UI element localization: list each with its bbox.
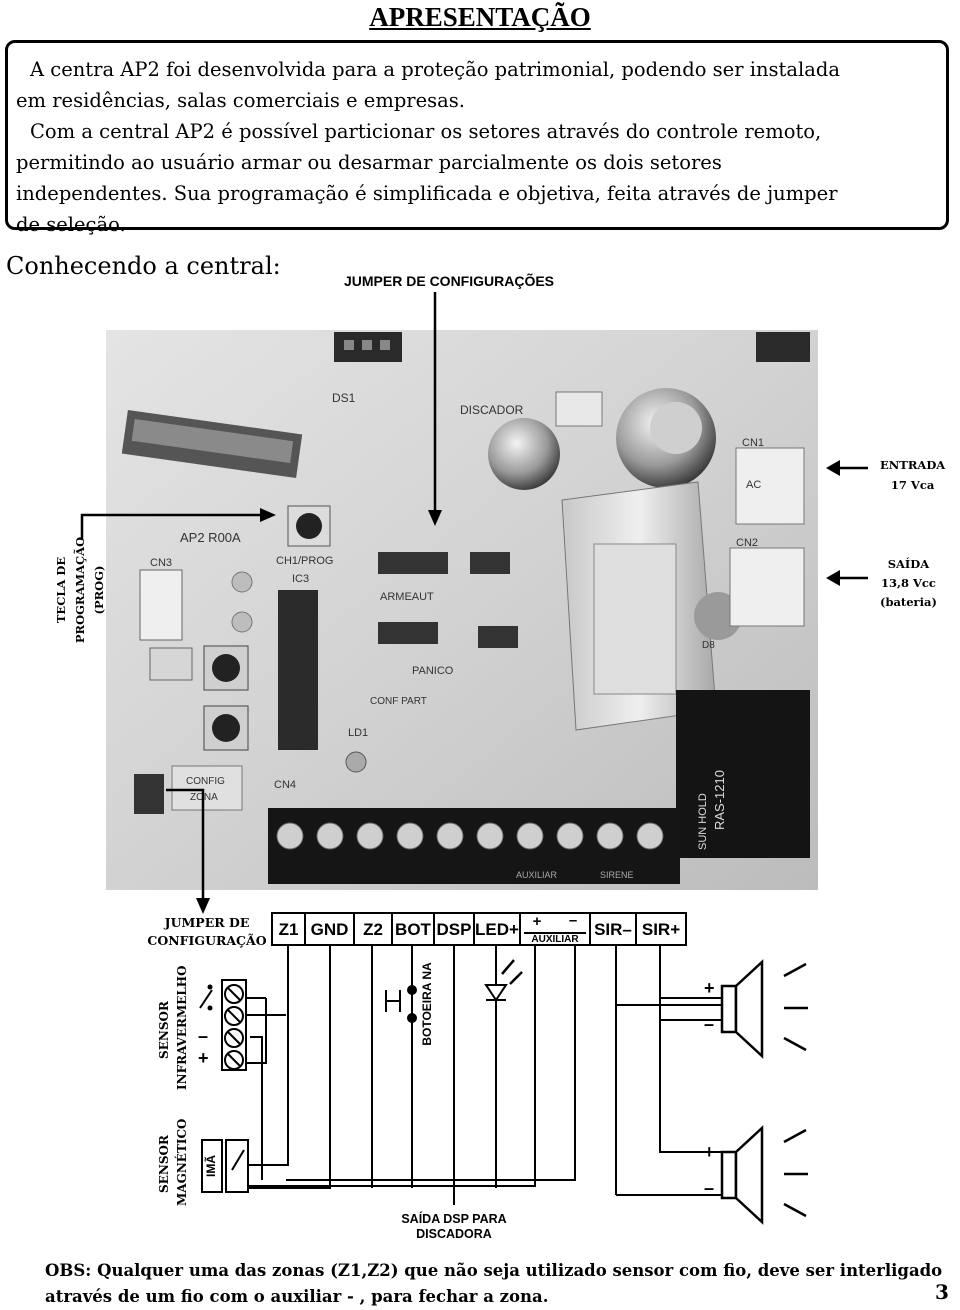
svg-text:ARMEAUT: ARMEAUT [380, 591, 434, 603]
obs-line-2: através de um fio com o auxiliar - , par… [45, 1287, 549, 1306]
sensor-mag-label-2: MAGNÉTICO [175, 1118, 189, 1206]
terminal-z1: Z1 [278, 920, 299, 939]
sensor-mag-label-1: SENSOR [157, 1135, 171, 1193]
svg-text:CONF PART: CONF PART [370, 696, 427, 707]
ima-label: IMÃ [204, 1155, 218, 1177]
siren2-minus: – [704, 1178, 715, 1198]
siren1-minus: – [704, 1014, 715, 1034]
jumper-cfg-label-2: CONFIGURAÇÃO [147, 933, 267, 948]
board-photo: DS1 DISCADOR CN1 AC CH1/PROG AP2 R00A CN… [106, 330, 818, 890]
section-title: Conhecendo a central: [6, 252, 281, 280]
intro-line: A centra AP2 foi desenvolvida para a pro… [30, 58, 840, 81]
jumper-config-label: JUMPER DE CONFIGURAÇÕES [344, 273, 555, 289]
saida-note: (bateria) [880, 595, 937, 609]
svg-text:CN2: CN2 [736, 537, 758, 549]
sensor-ir-label-1: SENSOR [157, 1001, 171, 1059]
intro-box: A centra AP2 foi desenvolvida para a pro… [5, 40, 949, 236]
terminal-dsp: DSP [436, 920, 472, 939]
intro-line: Com a central AP2 é possível particionar… [30, 120, 822, 143]
entrada-label: ENTRADA [880, 458, 946, 472]
svg-text:CH1/PROG: CH1/PROG [276, 555, 333, 567]
terminal-aux-plus: + [532, 913, 542, 930]
svg-text:DS1: DS1 [332, 391, 356, 405]
sensor-ir-label-2: INFRAVERMELHO [175, 965, 189, 1090]
svg-text:D8: D8 [702, 640, 715, 651]
terminal-z2: Z2 [363, 920, 383, 939]
terminal-sir-plus: SIR+ [641, 920, 681, 939]
siren2-plus: + [704, 1142, 715, 1162]
saida-dsp-label-2: DISCADORA [416, 1227, 492, 1241]
svg-text:CN4: CN4 [274, 779, 296, 791]
svg-text:IC3: IC3 [292, 573, 309, 585]
terminal-gnd: GND [310, 920, 349, 939]
svg-text:CN3: CN3 [150, 557, 172, 569]
svg-text:SIRENE: SIRENE [600, 870, 634, 880]
terminal-bot: BOT [395, 920, 431, 939]
ir-minus: – [198, 1026, 209, 1046]
saida-label: SAÍDA [887, 557, 930, 571]
page-number: 3 [935, 1280, 949, 1304]
intro-line: em residências, salas comerciais e empre… [16, 89, 465, 112]
ir-plus: + [198, 1048, 209, 1068]
page-title: APRESENTAÇÃO [369, 2, 591, 32]
svg-text:CN1: CN1 [742, 437, 764, 449]
terminal-sir-minus: SIR– [594, 920, 632, 939]
terminal-aux-minus: – [568, 912, 578, 929]
obs-line-1: OBS: Qualquer uma das zonas (Z1,Z2) que … [45, 1261, 943, 1280]
svg-text:AC: AC [746, 479, 761, 491]
svg-text:AP2 R00A: AP2 R00A [180, 530, 241, 545]
intro-line: de seleção. [16, 213, 126, 236]
svg-text:AUXILIAR: AUXILIAR [516, 870, 558, 880]
svg-text:PANICO: PANICO [412, 665, 454, 677]
entrada-value: 17 Vca [890, 478, 935, 492]
intro-line: permitindo ao usuário armar ou desarmar … [16, 151, 722, 174]
svg-text:RAS-1210: RAS-1210 [712, 770, 727, 830]
jumper-cfg-label-1: JUMPER DE [164, 915, 250, 930]
siren1-plus: + [704, 978, 715, 998]
terminal-led-plus: LED+ [475, 920, 519, 939]
intro-line: independentes. Sua programação é simplif… [16, 182, 838, 205]
saida-dsp-label-1: SAÍDA DSP PARA [401, 1212, 507, 1226]
saida-value: 13,8 Vcc [880, 576, 936, 590]
svg-text:LD1: LD1 [348, 727, 368, 739]
svg-text:SUN HOLD: SUN HOLD [697, 793, 709, 850]
svg-text:DISCADOR: DISCADOR [460, 403, 524, 417]
botoeira-label: BOTOEIRA NA [420, 962, 434, 1046]
svg-text:CONFIG: CONFIG [186, 776, 225, 787]
auxiliar-label: AUXILIAR [531, 934, 579, 945]
